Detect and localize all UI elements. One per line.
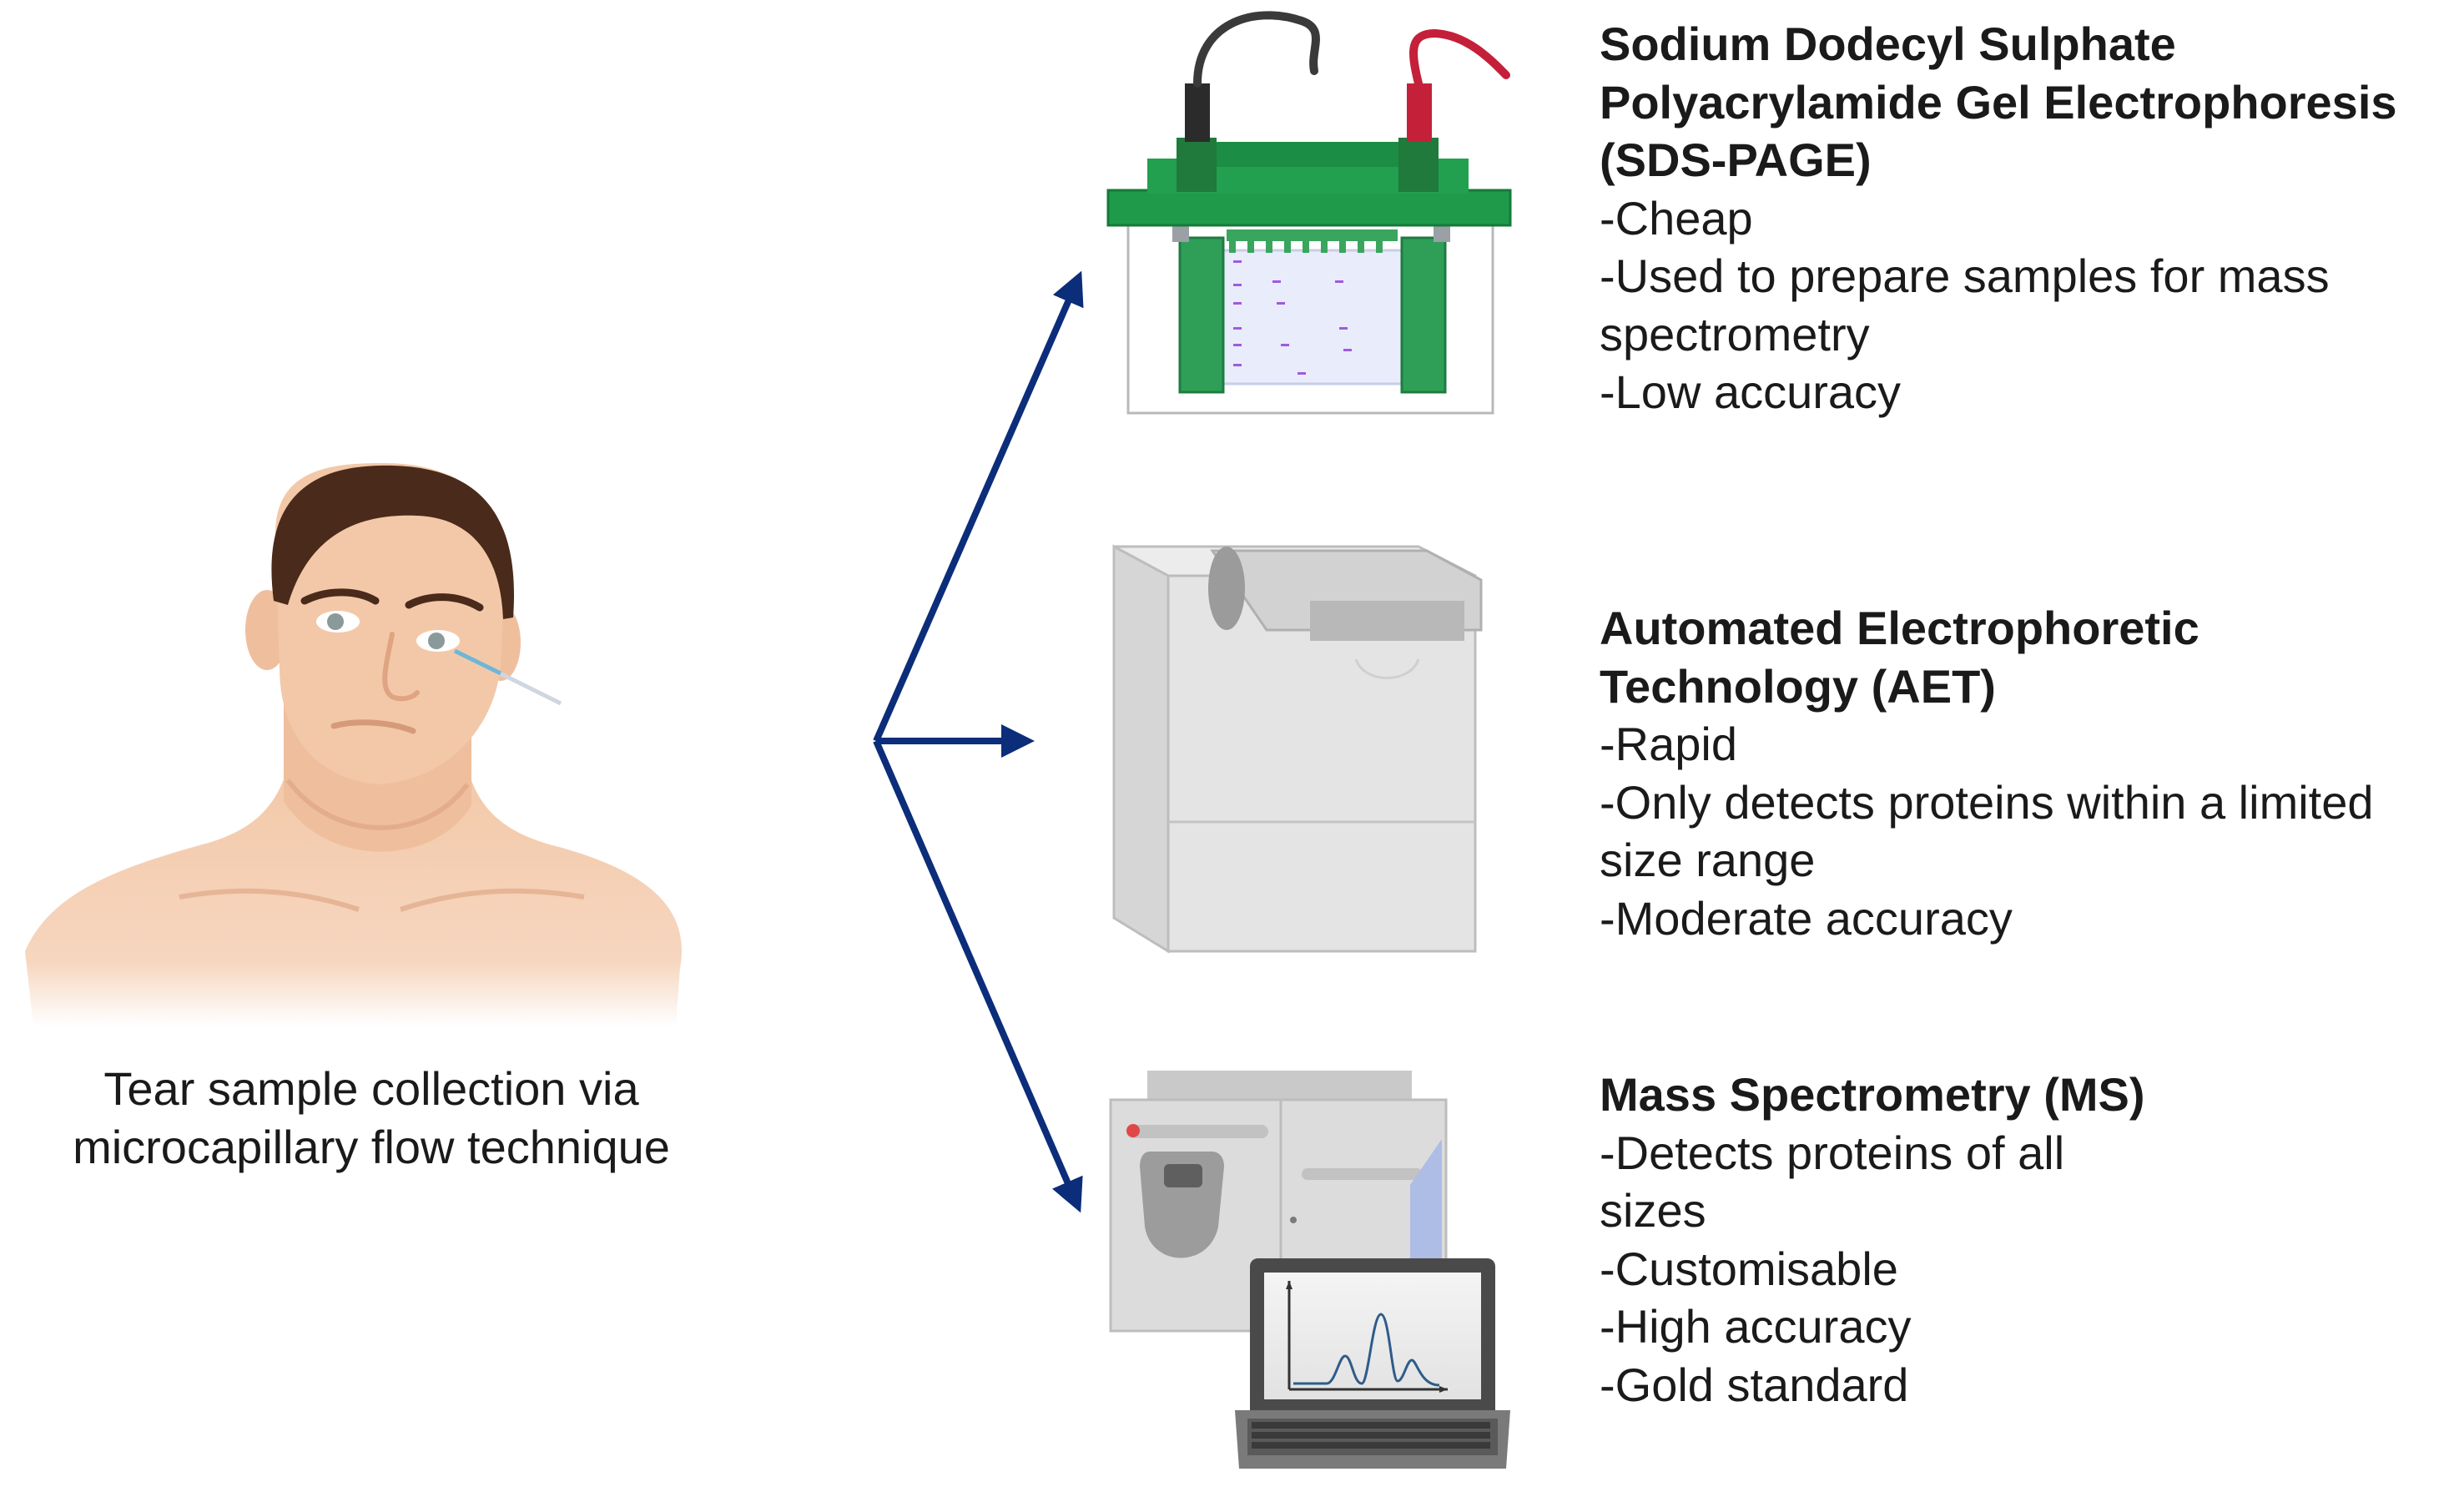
method-title: (SDS-PAGE) [1600, 134, 1872, 186]
method-point: -Only detects proteins within a limited [1600, 775, 2374, 829]
face-illustration [25, 463, 683, 1026]
method-title: Sodium Dodecyl Sulphate [1600, 18, 2176, 70]
aet-instrument-icon [1112, 544, 1483, 954]
method-point: -Rapid [1600, 718, 1737, 770]
method-title: Technology (AET) [1600, 659, 1996, 713]
method-point: -Cheap [1600, 191, 1753, 244]
method-sds-page: Sodium Dodecyl Sulphate Polyacrylamide G… [1600, 15, 2451, 421]
method-point: -Detects proteins of all [1600, 1126, 2065, 1179]
method-point: -Moderate accuracy [1600, 891, 2013, 945]
method-point: size range [1600, 834, 1816, 886]
sds-page-apparatus-icon [1106, 11, 1512, 415]
method-point: sizes [1600, 1184, 1706, 1237]
laptop-spectrum-icon [1235, 1258, 1510, 1469]
method-point: -Low accuracy [1600, 365, 1902, 418]
method-point: -Customisable [1600, 1242, 1898, 1295]
method-title: Automated Electrophoretic [1600, 602, 2199, 654]
method-ms: Mass Spectrometry (MS) -Detects proteins… [1600, 1066, 2451, 1414]
method-point: -Gold standard [1600, 1358, 1909, 1411]
method-point: -Used to prepare samples for mass [1600, 249, 2330, 302]
arrow-to-ms [873, 739, 1083, 1213]
arrow-to-sds-page [873, 270, 1084, 743]
caption-line-2: microcapillary flow technique [73, 1121, 670, 1173]
method-point: -High accuracy [1600, 1300, 1912, 1353]
collection-caption: Tear sample collection via microcapillar… [8, 1060, 734, 1177]
branch-arrows [873, 270, 1084, 1213]
method-aet: Automated Electrophoretic Technology (AE… [1600, 599, 2451, 947]
method-title: Polyacrylamide Gel Electrophoresis [1600, 75, 2397, 129]
method-point: spectrometry [1600, 307, 1870, 360]
caption-line-1: Tear sample collection via [103, 1062, 639, 1115]
method-title: Mass Spectrometry (MS) [1600, 1068, 2145, 1121]
